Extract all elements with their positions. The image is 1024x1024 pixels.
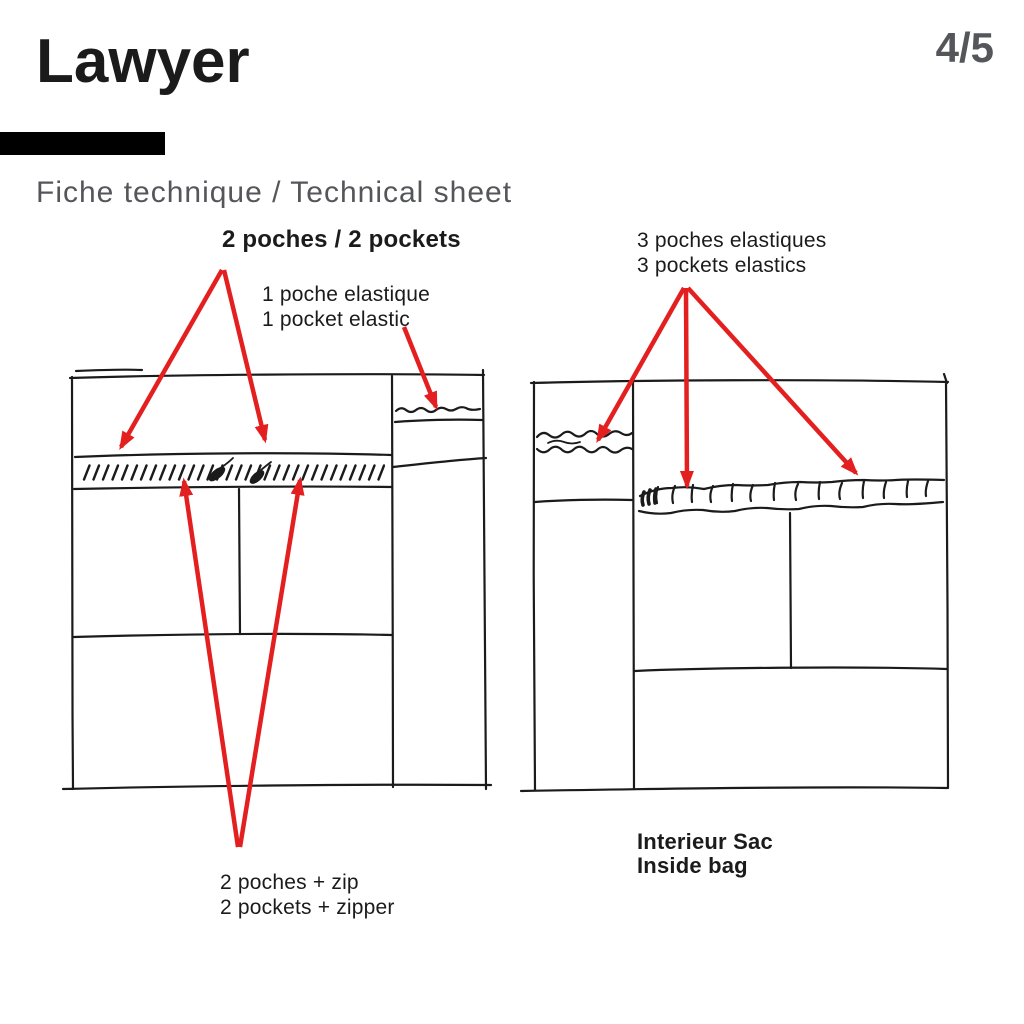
label-interior-bag: Interieur Sac Inside bag — [637, 830, 773, 878]
interior-lower-seam — [633, 666, 949, 673]
elastic-pocket-underline — [393, 418, 484, 424]
page-number-indicator: 4/5 — [935, 24, 994, 71]
page-title: Lawyer — [36, 27, 250, 96]
arrow-2-pockets-left — [119, 268, 224, 451]
zipper-band-bottom-line — [72, 485, 394, 491]
elastic-pocket-squiggle-left-column — [535, 429, 634, 454]
arrow-3-elastics-middle — [679, 287, 694, 490]
zipper-pull-icon — [249, 461, 272, 484]
label-2-zip-line-en: 2 pockets + zipper — [220, 896, 395, 919]
label-1-elastic-pocket: 1 poche elastique 1 pocket elastic — [262, 282, 430, 332]
right-sketch-outline — [519, 372, 950, 793]
label-2-pockets: 2 poches / 2 pockets — [222, 226, 461, 253]
label-1-elastic-line-en: 1 pocket elastic — [262, 308, 410, 331]
left-sketch-lower-seam — [72, 632, 394, 639]
pocket-middle-seam — [237, 487, 242, 636]
label-interior-line-en: Inside bag — [637, 853, 748, 878]
elastic-pocket-squiggle-right-column — [394, 406, 482, 414]
left-column-lower-line — [533, 498, 634, 504]
arrow-2-pockets-right — [221, 269, 269, 444]
title-underline-bar — [0, 132, 165, 155]
arrow-1-elastic-pocket — [401, 326, 439, 411]
arrow-3-elastics-right — [686, 286, 859, 476]
label-2-zip-pockets: 2 poches + zip 2 pockets + zipper — [220, 870, 395, 920]
subtitle: Fiche technique / Technical sheet — [36, 176, 513, 209]
interior-middle-seam — [788, 511, 793, 670]
left-sketch-divider — [390, 374, 395, 789]
label-3-elastics-line-fr: 3 poches elastiques — [637, 229, 827, 252]
right-bag-sketch — [519, 372, 950, 793]
left-sketch-outline — [61, 368, 493, 791]
label-3-elastic-pockets: 3 poches elastiques 3 pockets elastics — [637, 228, 826, 278]
label-3-elastics-line-en: 3 pockets elastics — [637, 254, 807, 277]
annotation-arrows — [119, 268, 859, 848]
arrow-2-zip-left — [179, 477, 241, 848]
right-column-diagonal-seam — [391, 456, 488, 469]
right-sketch-divider — [631, 380, 636, 791]
slip-pocket-top-line — [73, 452, 393, 459]
left-bag-sketch — [61, 368, 493, 791]
label-interior-line-fr: Interieur Sac — [637, 829, 773, 854]
label-2-zip-line-fr: 2 poches + zip — [220, 871, 359, 894]
zipper-pull-icon — [208, 457, 234, 482]
arrow-2-zip-right — [237, 476, 305, 848]
arrow-3-elastics-left — [596, 286, 686, 444]
zipper-hatching — [82, 463, 385, 482]
label-1-elastic-line-fr: 1 poche elastique — [262, 283, 431, 306]
